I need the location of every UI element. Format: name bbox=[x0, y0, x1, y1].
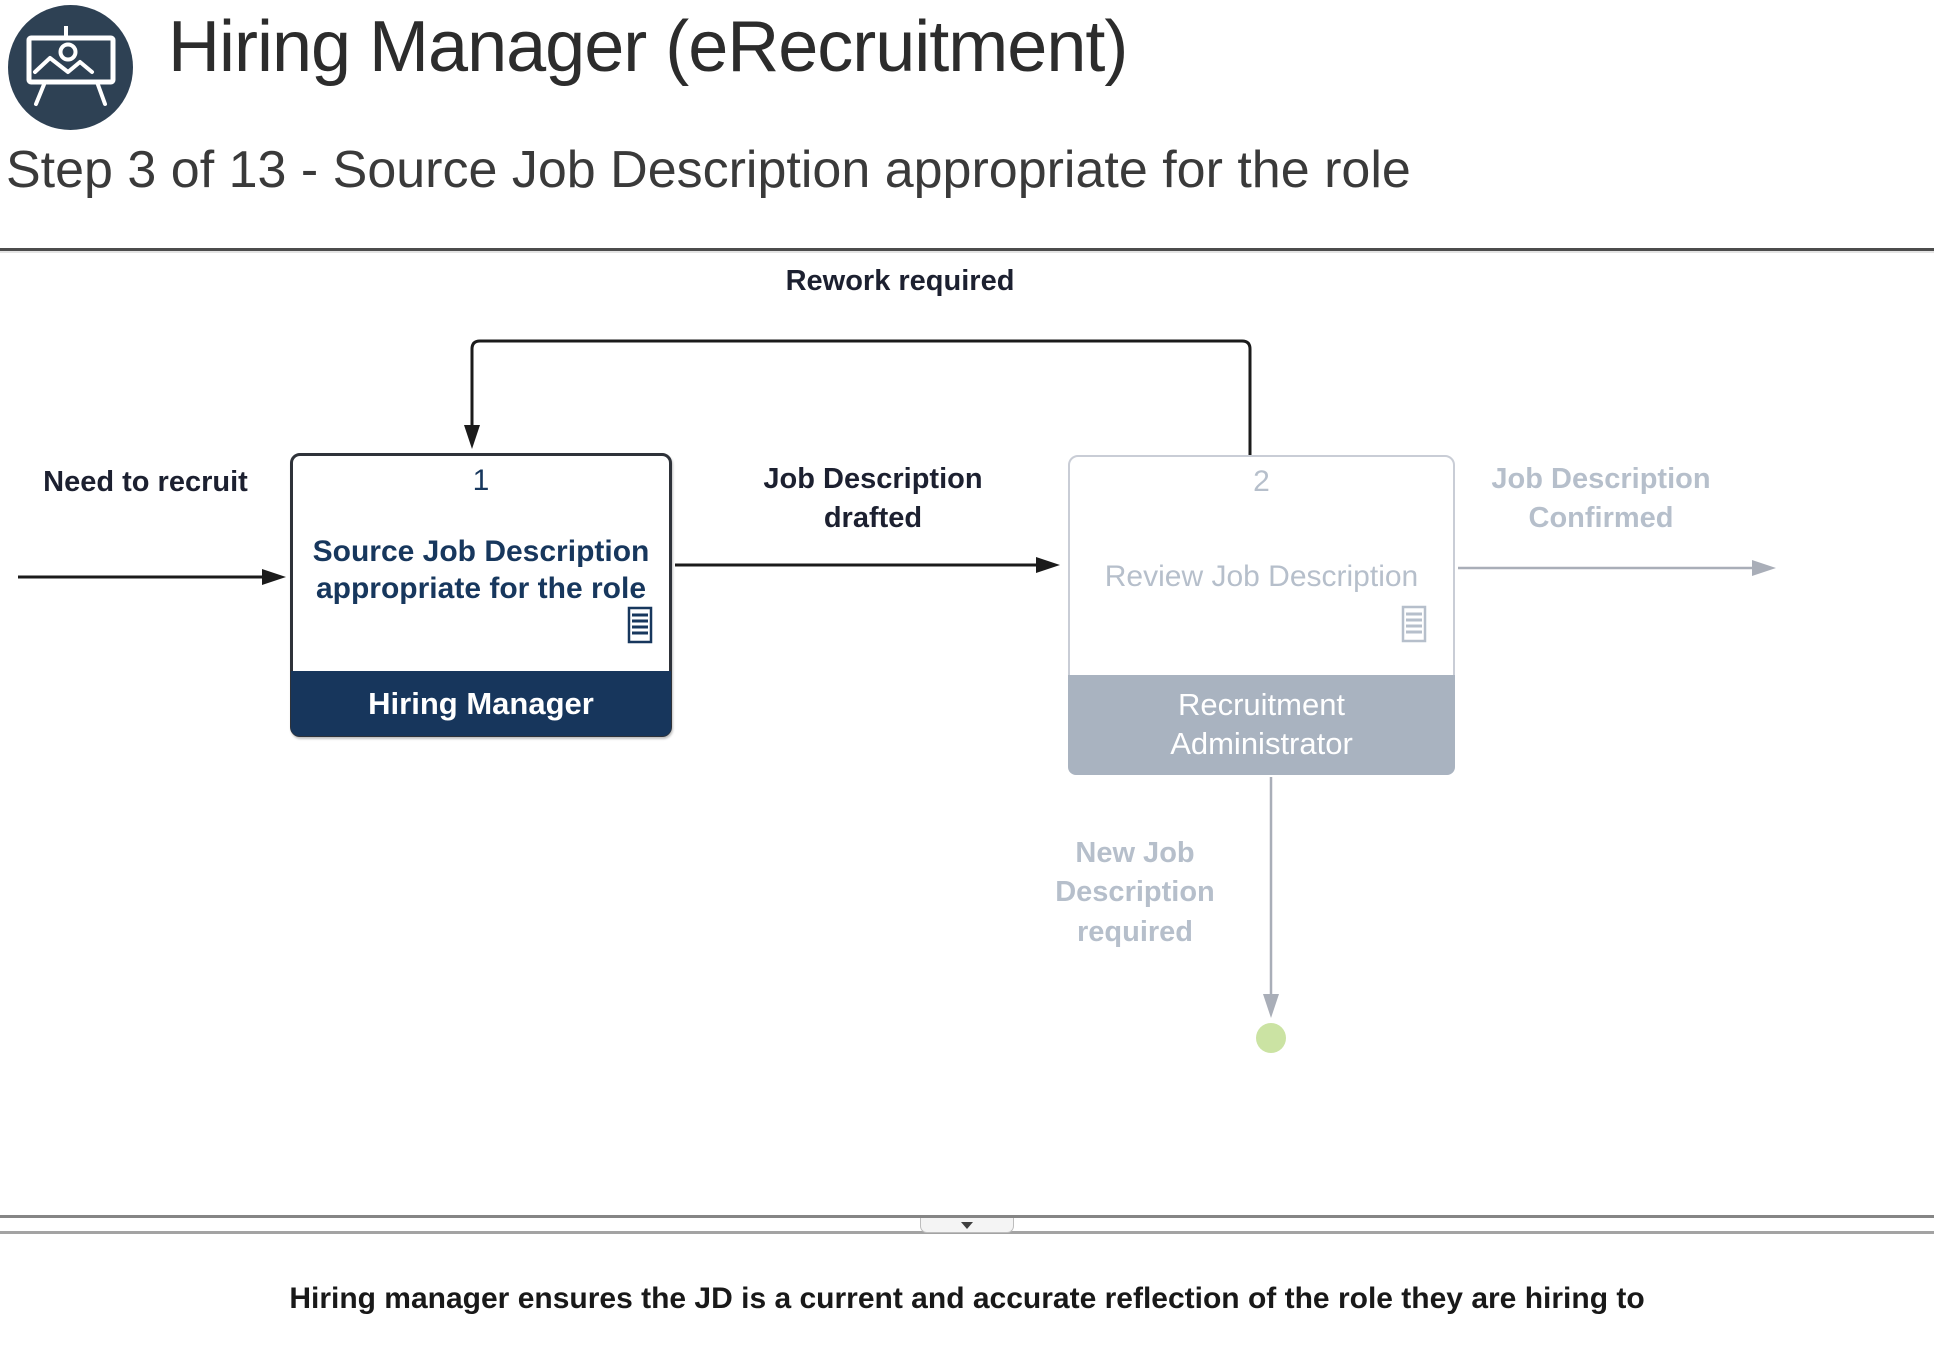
step-description-note: Hiring manager ensures the JD is a curre… bbox=[289, 1282, 1645, 1315]
splitter-drag-handle[interactable] bbox=[920, 1218, 1014, 1233]
document-icon bbox=[627, 606, 653, 644]
document-icon bbox=[1401, 605, 1427, 643]
new-jd-flow-label: New Job Description required bbox=[1055, 837, 1215, 948]
role-banner: Recruitment Administrator bbox=[1068, 675, 1455, 775]
header-divider bbox=[0, 248, 1934, 253]
drafted-flow-label: Job Description drafted bbox=[763, 463, 983, 535]
step-title: Source Job Description appropriate for t… bbox=[312, 535, 650, 605]
page-title: Hiring Manager (eRecruitment) bbox=[168, 7, 1128, 87]
end-node bbox=[1256, 1023, 1286, 1053]
presentation-board-icon bbox=[8, 5, 133, 130]
splitter-line-top bbox=[0, 1215, 1934, 1218]
role-label: Hiring Manager bbox=[368, 685, 594, 721]
step-indicator: Step 3 of 13 - Source Job Description ap… bbox=[6, 141, 1411, 199]
chevron-down-icon bbox=[961, 1221, 973, 1229]
start-event-label: Need to recruit bbox=[43, 466, 248, 498]
rework-label: Rework required bbox=[785, 265, 1015, 297]
step-number: 1 bbox=[472, 464, 490, 497]
step-title: Review Job Description bbox=[1104, 560, 1419, 593]
step-box-review-job-description[interactable]: 2 Review Job Description Recruitment Adm… bbox=[1068, 455, 1455, 775]
rework-connector bbox=[464, 339, 1252, 455]
step-box-source-job-description[interactable]: 1 Source Job Description appropriate for… bbox=[290, 453, 672, 737]
step-number: 2 bbox=[1253, 465, 1270, 498]
role-banner: Hiring Manager bbox=[291, 671, 671, 736]
confirmed-flow-label: Job Description Confirmed bbox=[1491, 463, 1711, 535]
role-label: Recruitment Administrator bbox=[1170, 687, 1353, 761]
